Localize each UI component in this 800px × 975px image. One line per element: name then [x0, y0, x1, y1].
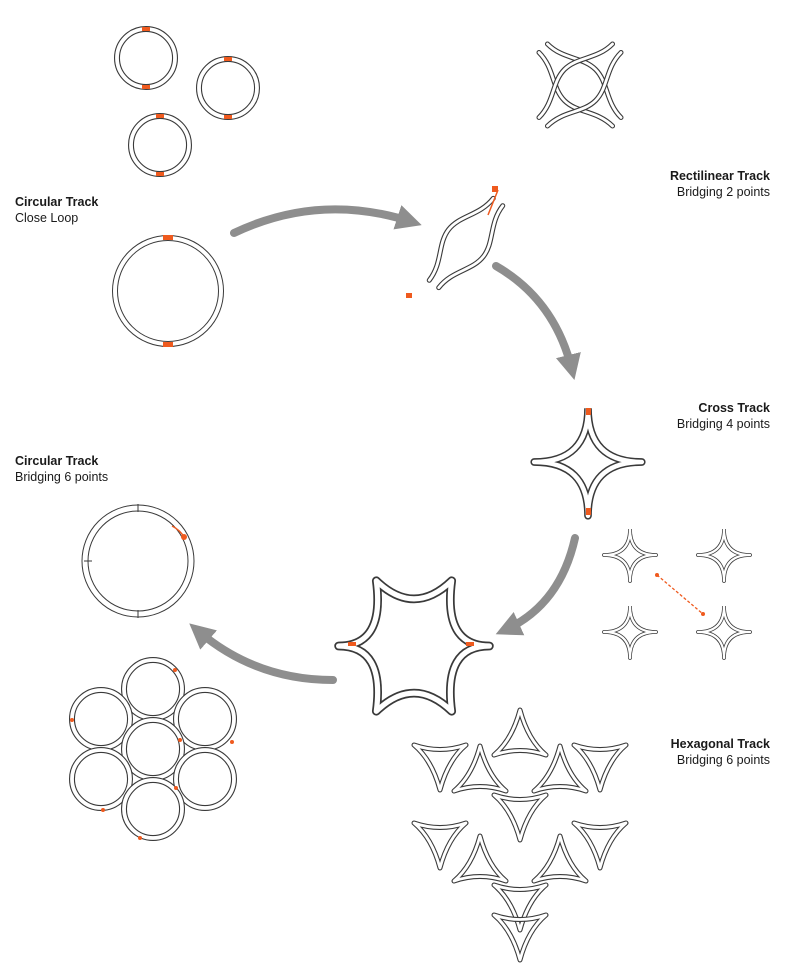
- circular-close-large-ring: [112, 235, 224, 347]
- arrow-close-to-rectilinear: [230, 205, 422, 237]
- label-title: Hexagonal Track: [670, 737, 770, 751]
- hexagonal-track-piece: [339, 581, 490, 712]
- circular-bridge-ring: [81, 504, 195, 618]
- label-subtitle: Bridging 4 points: [676, 417, 770, 431]
- label-subtitle: Bridging 2 points: [676, 185, 770, 199]
- label-rectilinear: Rectilinear Track Bridging 2 points: [670, 168, 770, 200]
- circular-bridge-flower: [70, 660, 234, 840]
- label-title: Circular Track: [15, 454, 99, 468]
- rectilinear-x-assembly: [528, 33, 633, 138]
- label-title: Rectilinear Track: [669, 169, 770, 183]
- label-subtitle: Bridging 6 points: [676, 753, 770, 767]
- label-subtitle: Close Loop: [15, 211, 79, 225]
- cross-track-grid: [602, 527, 752, 660]
- arrow-hexagonal-to-circular: [189, 623, 337, 684]
- label-title: Circular Track: [15, 195, 99, 209]
- label-subtitle: Bridging 6 points: [15, 470, 109, 484]
- arrow-cross-to-hexagonal: [495, 534, 579, 636]
- flow-arrows: [189, 205, 581, 684]
- label-hexagonal: Hexagonal Track Bridging 6 points: [671, 736, 770, 768]
- circular-close-small-rings: [117, 27, 257, 176]
- cross-track-piece: [534, 408, 642, 516]
- label-circular-close: Circular Track Close Loop: [15, 194, 98, 226]
- label-title: Cross Track: [698, 401, 770, 415]
- arrow-rectilinear-to-cross: [492, 262, 581, 380]
- label-cross: Cross Track Bridging 4 points: [677, 400, 770, 432]
- hexagonal-track-grid: [414, 710, 626, 960]
- rectilinear-track-piece: [406, 186, 515, 298]
- label-circular-bridge: Circular Track Bridging 6 points: [15, 453, 108, 485]
